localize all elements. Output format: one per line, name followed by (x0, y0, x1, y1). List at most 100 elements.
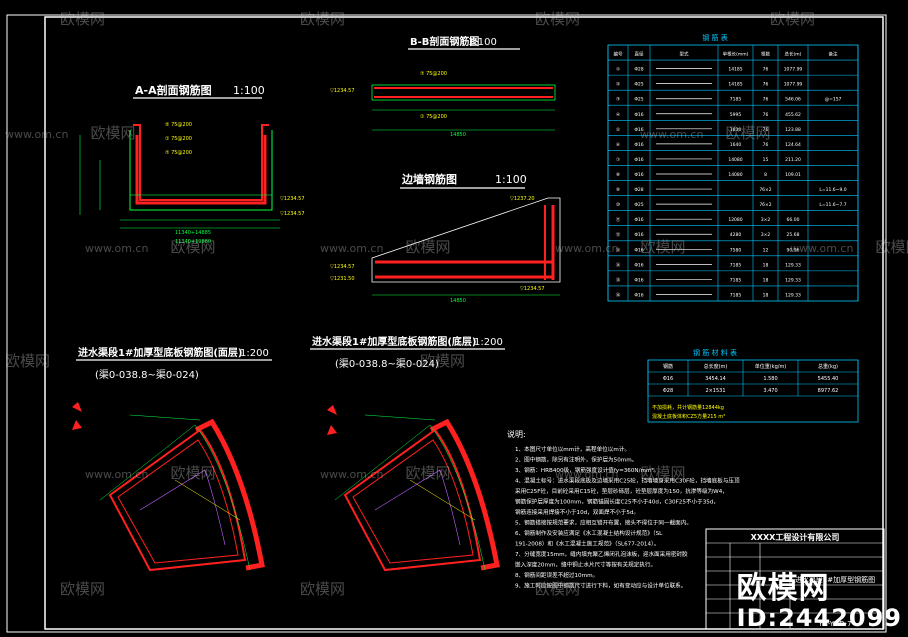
table-cell: 18 (763, 262, 769, 268)
table-cell: 76 (763, 82, 769, 88)
plan-top-title: 进水渠段1#加厚型底板钢筋图(面层) (78, 346, 242, 359)
table-cell: 3×2 (761, 232, 771, 238)
table-header: 总长(m) (785, 51, 802, 58)
table-cell: 7185 (730, 277, 742, 283)
plan-top-range: (渠0-038.8~渠0-024) (95, 369, 199, 381)
table-header: 根数 (761, 51, 770, 58)
table-cell: Φ25 (634, 97, 643, 103)
table-cell: Φ28 (634, 187, 643, 193)
table-cell: Φ16 (634, 247, 643, 253)
material-cell: 2×1531 (705, 388, 725, 394)
material-cell: 3454.14 (705, 376, 726, 382)
drawing-name: 进水渠段1#加厚型钢筋图 (795, 575, 875, 584)
table-cell: ⑥ (616, 142, 620, 148)
plan-bottom-scale: 1:200 (474, 337, 503, 348)
table-cell: 123.88 (785, 127, 801, 133)
table-cell: 124.64 (785, 142, 801, 148)
note-line: 9、施工时应按图中钢筋尺寸进行下料，如有变动应与设计单位联系。 (515, 582, 686, 590)
table-header: 单根长(mm) (723, 51, 749, 58)
note-line: 4、混凝土标号：进水渠段底板及边墙采用C25砼，挡墙墙身采用C30F砼，挡墙底板… (515, 477, 740, 485)
section-aa-scale: 1:100 (233, 84, 265, 97)
note-line: 钢筋保护层厚度为100mm，钢筋锚固长度C25不小于40d，C30F25不小于3… (515, 498, 719, 506)
table-cell: Φ16 (634, 157, 643, 163)
svg-text:▽1237.20: ▽1237.20 (510, 196, 535, 202)
material-cell: Φ28 (663, 388, 673, 394)
svg-text:① 75@200: ① 75@200 (165, 136, 192, 142)
material-header: 单位重(kg/m) (755, 363, 787, 370)
note-line: 2、图中钢筋，除另有注明外，保护层为50mm。 (515, 456, 637, 464)
table-cell: L=11.6~9.0 (819, 187, 846, 193)
table-cell: 455.62 (785, 112, 801, 118)
table-cell: 7185 (730, 292, 742, 298)
material-cell: 8977.62 (818, 388, 839, 394)
table-cell: 14185 (728, 82, 742, 88)
design-notes: 说明: 1、本图尺寸单位以mm计，高程单位以m计。 2、图中钢筋，除另有注明外，保… (507, 429, 740, 590)
table-cell: 76 (763, 142, 769, 148)
svg-text:▽1234.57: ▽1234.57 (280, 196, 305, 202)
table-cell: 18 (763, 292, 769, 298)
table-cell: Φ16 (634, 172, 643, 178)
svg-text:11340+14885: 11340+14885 (175, 230, 211, 236)
material-cell: 1.580 (763, 376, 777, 382)
table-cell: 8 (764, 172, 767, 178)
rebar-table-title: 钢 筋 表 (702, 33, 727, 42)
material-note-1: 不加损耗，共计钢筋量12844kg (652, 404, 724, 411)
material-header: 总重(kg) (818, 363, 838, 370)
table-cell: 18 (763, 277, 769, 283)
svg-text:▽1231.50: ▽1231.50 (330, 276, 355, 282)
table-cell: 211.20 (785, 157, 801, 163)
material-header: 钢筋 (663, 363, 673, 370)
table-cell: ⑪ (616, 216, 621, 223)
material-header: 总长度(m) (704, 363, 728, 370)
table-cell: 7580 (730, 247, 742, 253)
section-aa-title: A-A剖面钢筋图 (135, 83, 212, 97)
material-note-2: 混凝土底板体积CZ5方量215 m³ (652, 413, 725, 420)
table-cell: ⑧ (616, 172, 620, 178)
svg-text:▽1234.57: ▽1234.57 (280, 211, 305, 217)
table-cell: @=157 (825, 97, 842, 103)
note-line: 采用C25F砼，目前砼采用C15砼，垫层砂砾层，砼垫层厚度为150，抗渗等级为W… (515, 487, 728, 495)
section-bb-title: B-B剖面钢筋图 (410, 35, 479, 48)
notes-title: 说明: (507, 429, 526, 439)
table-cell: 1077.99 (784, 82, 803, 88)
material-table: 钢 筋 材 料 表 不加损耗，共计钢筋量12844kg 混凝土底板体积CZ5方量… (647, 348, 859, 423)
plan-bottom-title: 进水渠段1#加厚型底板钢筋图(底层) (312, 335, 476, 348)
table-cell: Φ16 (634, 217, 643, 223)
section-aa: A-A剖面钢筋图 1:100 ⑤ 75@200 ① 75@200 ⑦ 75@20… (79, 83, 305, 245)
table-cell: 76 (763, 67, 769, 73)
svg-text:▽1234.57: ▽1234.57 (330, 264, 355, 270)
plan-top-layer: 进水渠段1#加厚型底板钢筋图(面层) 1:200 (渠0-038.8~渠0-02… (72, 346, 272, 572)
table-cell: 4280 (730, 232, 742, 238)
svg-text:11340+19880: 11340+19880 (175, 239, 211, 245)
table-cell: 25.68 (787, 232, 800, 238)
svg-text:⑦ 75@200: ⑦ 75@200 (420, 71, 447, 77)
table-cell: 129.33 (785, 292, 801, 298)
table-cell: ⑨ (616, 187, 620, 193)
table-cell: L=11.6~7.7 (819, 202, 846, 208)
plan-bottom-layer: 进水渠段1#加厚型底板钢筋图(底层) 1:200 (渠0-038.8~渠0-02… (310, 335, 505, 572)
svg-text:⑤ 75@200: ⑤ 75@200 (165, 122, 192, 128)
material-cell: Φ16 (663, 376, 673, 382)
table-cell: ⑦ (616, 157, 620, 163)
table-cell: 76 (763, 97, 769, 103)
inner-frame (44, 16, 884, 630)
note-line: 1、本图尺寸单位以mm计，高程单位以m计。 (515, 445, 630, 453)
table-cell: ③ (616, 97, 620, 103)
svg-text:① 75@200: ① 75@200 (420, 114, 447, 120)
table-cell: 76 (763, 112, 769, 118)
table-cell: 15 (763, 157, 769, 163)
table-cell: ① (616, 67, 620, 73)
table-header: 备注 (829, 51, 838, 58)
svg-text:14850: 14850 (450, 298, 466, 304)
table-cell: 76×2 (759, 187, 771, 193)
table-cell: ② (616, 82, 620, 88)
title-block: XXXX工程设计有限公司 进水渠段1#加厚型钢筋图 YN-YHD-7 (705, 528, 885, 630)
table-cell: 1077.99 (784, 67, 803, 73)
table-cell: 66.00 (787, 217, 800, 223)
table-cell: 14080 (728, 172, 742, 178)
table-cell: Φ16 (634, 127, 643, 133)
note-line: 6、钢筋制作及安装应满足《水工混凝土结构设计规范》（SL (515, 529, 663, 537)
